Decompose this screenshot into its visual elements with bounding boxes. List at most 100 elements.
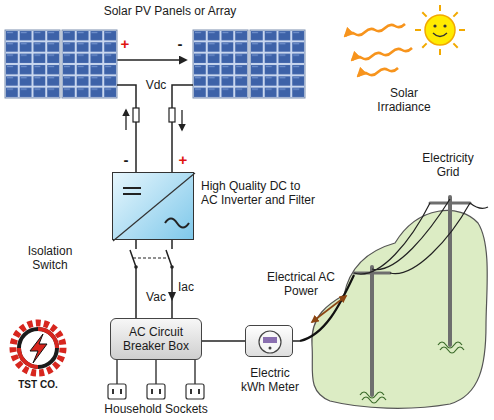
- grid-area-part-part: [470, 203, 488, 208]
- dc-current-arrows-part: [125, 110, 126, 130]
- grid-area-part-part: [430, 202, 470, 205]
- ac-current-arrow-part: [168, 292, 176, 301]
- irradiance-arrows-part: [352, 48, 412, 60]
- company-logo-part: [19, 329, 57, 367]
- grid-area-part-part: [440, 347, 464, 353]
- isolation-switch-symbol-part: [170, 265, 174, 269]
- polarity-sign: +: [119, 37, 131, 51]
- sun-part-part: [422, 43, 426, 47]
- household-sockets-part: [112, 389, 200, 394]
- voltage-label: Vac: [141, 290, 171, 304]
- inverter-symbol-part: [113, 173, 195, 241]
- isolation-switch-symbol-part: [133, 257, 169, 258]
- grid-label: Electricity Grid: [412, 151, 484, 179]
- household-sockets-part-part: [151, 389, 153, 394]
- grid-area-part-part: [354, 203, 430, 274]
- kwh-meter: Electric kWh Meter: [245, 325, 293, 357]
- voltage-label: Vdc: [141, 78, 171, 92]
- ac-current-arrow: [168, 292, 176, 301]
- grid-area-part: [360, 342, 464, 403]
- pv-panels-part-part: [193, 30, 248, 98]
- grid-area: [300, 195, 490, 410]
- household-sockets-part-part: [190, 389, 192, 394]
- household-sockets-part-part: [112, 389, 114, 394]
- isolation-switch-symbol-part: [130, 250, 172, 267]
- sun-part-part: [453, 12, 457, 16]
- household-sockets-part: [117, 360, 195, 384]
- polarity-sign: -: [120, 153, 132, 167]
- grid-area-part: [312, 296, 346, 322]
- dc-fuses-part: [133, 108, 139, 122]
- company-logo: [13, 323, 63, 373]
- series-link-arrow: [117, 60, 186, 61]
- company-name: TST CO.: [4, 378, 72, 392]
- household-sockets-part-part: [159, 389, 161, 394]
- grid-area-part-part: [448, 197, 452, 345]
- sun-part: [443, 24, 446, 27]
- household-sockets-part-part: [186, 384, 204, 399]
- isolation-switch-symbol: [130, 249, 177, 269]
- household-sockets-part-part: [194, 360, 195, 384]
- household-sockets: [108, 360, 204, 399]
- meter-dial-part: [259, 331, 281, 353]
- household-sockets-part-part: [108, 384, 126, 399]
- sun: [415, 5, 465, 55]
- grid-area-part: [312, 210, 487, 408]
- meter-dial: [246, 326, 294, 358]
- irradiance-arrows-part: [358, 68, 398, 76]
- grid-area-part-part: [362, 397, 386, 403]
- inverter-box: High Quality DC to AC Inverter and Filte…: [112, 172, 194, 240]
- sun-part-part: [422, 12, 426, 16]
- inverter-symbol: [113, 173, 195, 241]
- grid-area-part: [354, 199, 488, 274]
- dc-fuses-part: [169, 108, 175, 122]
- company-logo-part: [30, 334, 47, 363]
- wire-connector: [202, 340, 245, 342]
- sockets-label: Household Sockets: [95, 402, 217, 416]
- sun-part: [433, 33, 447, 37]
- array-title: Solar PV Panels or Array: [20, 4, 320, 18]
- sun-part-part: [459, 29, 465, 31]
- sun-part: [415, 5, 465, 55]
- household-sockets-part-part: [147, 384, 165, 399]
- pv-panels-part: [5, 30, 305, 98]
- grid-area-part-part: [372, 199, 450, 270]
- breaker-box: AC Circuit Breaker Box: [110, 318, 202, 360]
- wire-connector: [293, 340, 300, 342]
- household-sockets-part-part: [155, 360, 156, 384]
- sun-part: [433, 24, 436, 27]
- dc-current-arrows: [126, 110, 182, 130]
- irradiance-arrows: [345, 24, 412, 76]
- meter-dial-part: [269, 347, 272, 350]
- polarity-sign: -: [174, 37, 186, 51]
- electricity-grid: Electricity Grid: [300, 195, 490, 410]
- sun-part-part: [415, 29, 421, 31]
- series-link-arrow-part: [117, 59, 186, 61]
- pv-panels-part-part: [5, 30, 60, 98]
- household-sockets-part-part: [116, 360, 117, 384]
- current-label: Iac: [178, 280, 202, 294]
- polarity-sign: +: [177, 153, 189, 167]
- pv-panels-part-part: [250, 30, 305, 98]
- sun-part-part: [439, 5, 441, 11]
- meter-label: Electric kWh Meter: [238, 366, 302, 394]
- pv-panels-part-part: [62, 30, 117, 98]
- household-sockets-part: [108, 384, 204, 399]
- breaker-label: AC Circuit Breaker Box: [115, 325, 197, 353]
- sun-part: [425, 15, 455, 45]
- power-flow-label: Electrical AC Power: [264, 270, 338, 298]
- household-sockets-part-part: [120, 389, 122, 394]
- inverter-symbol-part: [165, 219, 189, 228]
- irradiance-label: Solar Irradiance: [366, 86, 442, 114]
- isolation-switch-symbol-part: [134, 265, 138, 269]
- inverter-label: High Quality DC to AC Inverter and Filte…: [201, 179, 317, 207]
- meter-dial-part: [263, 337, 277, 343]
- grid-area-part: [354, 197, 470, 395]
- irradiance-arrows-part: [345, 24, 405, 36]
- switch-label: Isolation Switch: [10, 244, 90, 272]
- household-sockets-part-part: [198, 389, 200, 394]
- inverter-symbol-part: [123, 188, 141, 194]
- grid-area-part-part: [390, 203, 470, 274]
- sun-part-part: [453, 43, 457, 47]
